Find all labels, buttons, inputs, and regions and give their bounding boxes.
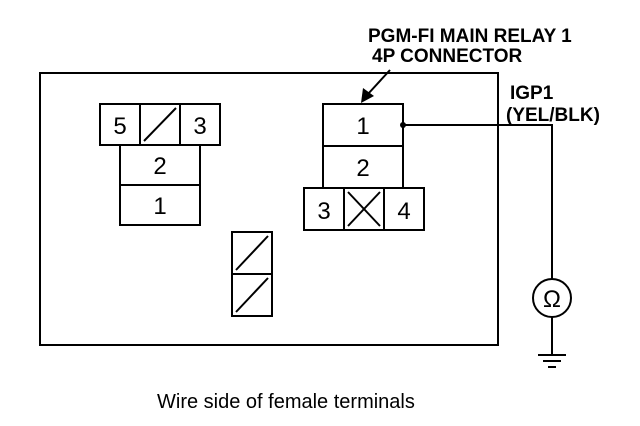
caption: Wire side of female terminals bbox=[157, 391, 415, 413]
relay-label-line2: 4P CONNECTOR bbox=[372, 46, 523, 67]
wire-label-line2: (YEL/BLK) bbox=[506, 105, 600, 126]
relay-pin-3: 3 bbox=[317, 198, 330, 225]
left-pin-1: 1 bbox=[153, 193, 166, 220]
left-connector: 5 3 2 1 bbox=[99, 103, 221, 226]
left-pin-5: 5 bbox=[113, 113, 126, 140]
ohmmeter-icon: Ω bbox=[532, 278, 572, 318]
relay-label-line1: PGM-FI MAIN RELAY 1 bbox=[368, 26, 572, 47]
small-blank-connector bbox=[231, 231, 273, 317]
ground-icon bbox=[538, 317, 566, 368]
relay-pin-1: 1 bbox=[356, 113, 369, 140]
harness-outline bbox=[39, 72, 499, 346]
pointer-arrow bbox=[361, 69, 391, 103]
test-lead-wire bbox=[400, 122, 553, 279]
ohm-symbol: Ω bbox=[543, 286, 561, 313]
relay-pin-2: 2 bbox=[356, 155, 369, 182]
wire-label-line1: IGP1 bbox=[510, 83, 554, 104]
left-pin-2: 2 bbox=[153, 153, 166, 180]
relay-pin-4: 4 bbox=[397, 198, 410, 225]
relay-connector: 1 2 3 4 bbox=[303, 103, 425, 231]
left-pin-3: 3 bbox=[193, 113, 206, 140]
